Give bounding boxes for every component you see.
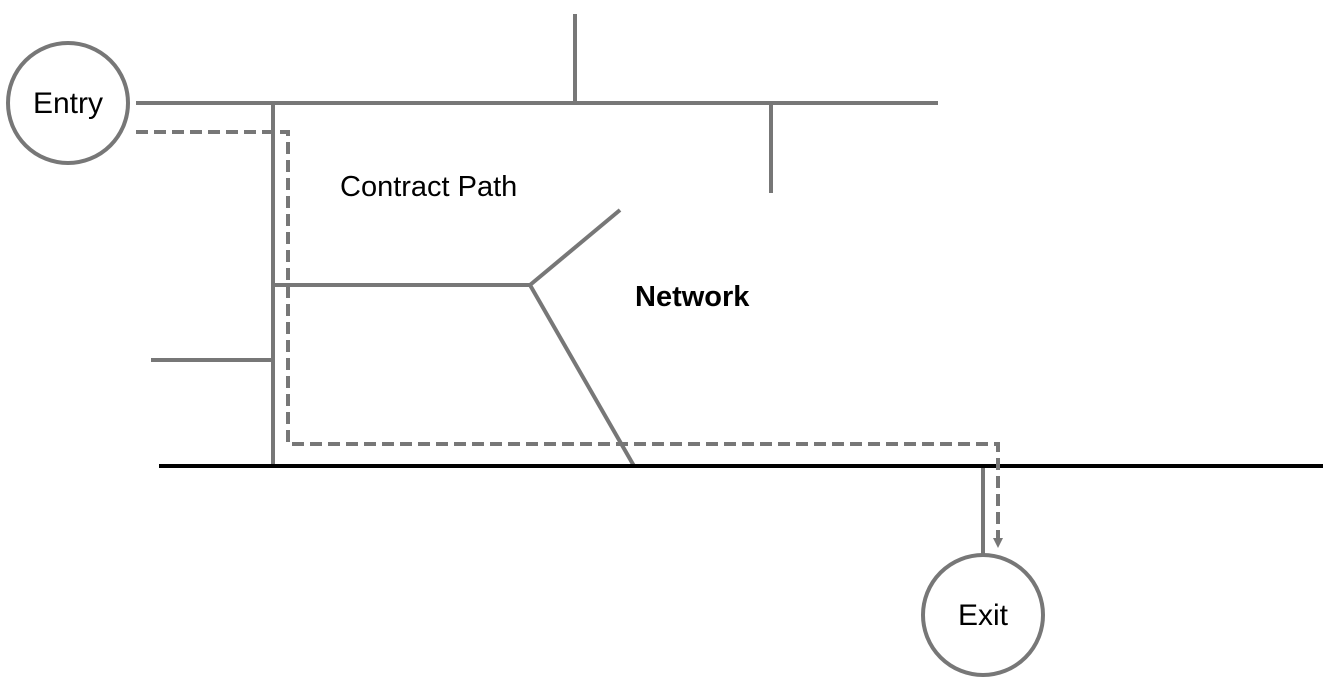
contract-path-label: Contract Path [340, 171, 517, 203]
network-lines [136, 14, 985, 556]
network-diagonal-down [528, 284, 636, 467]
entry-node: Entry [6, 41, 130, 165]
entry-node-label: Entry [33, 87, 103, 120]
exit-node-circle [921, 553, 1045, 677]
network-label: Network [635, 281, 750, 313]
network-diagonal-up [528, 208, 622, 287]
exit-node-label: Exit [958, 599, 1009, 632]
exit-node: Exit [921, 553, 1045, 677]
entry-node-circle [6, 41, 130, 165]
contract-path-route [136, 130, 1003, 548]
